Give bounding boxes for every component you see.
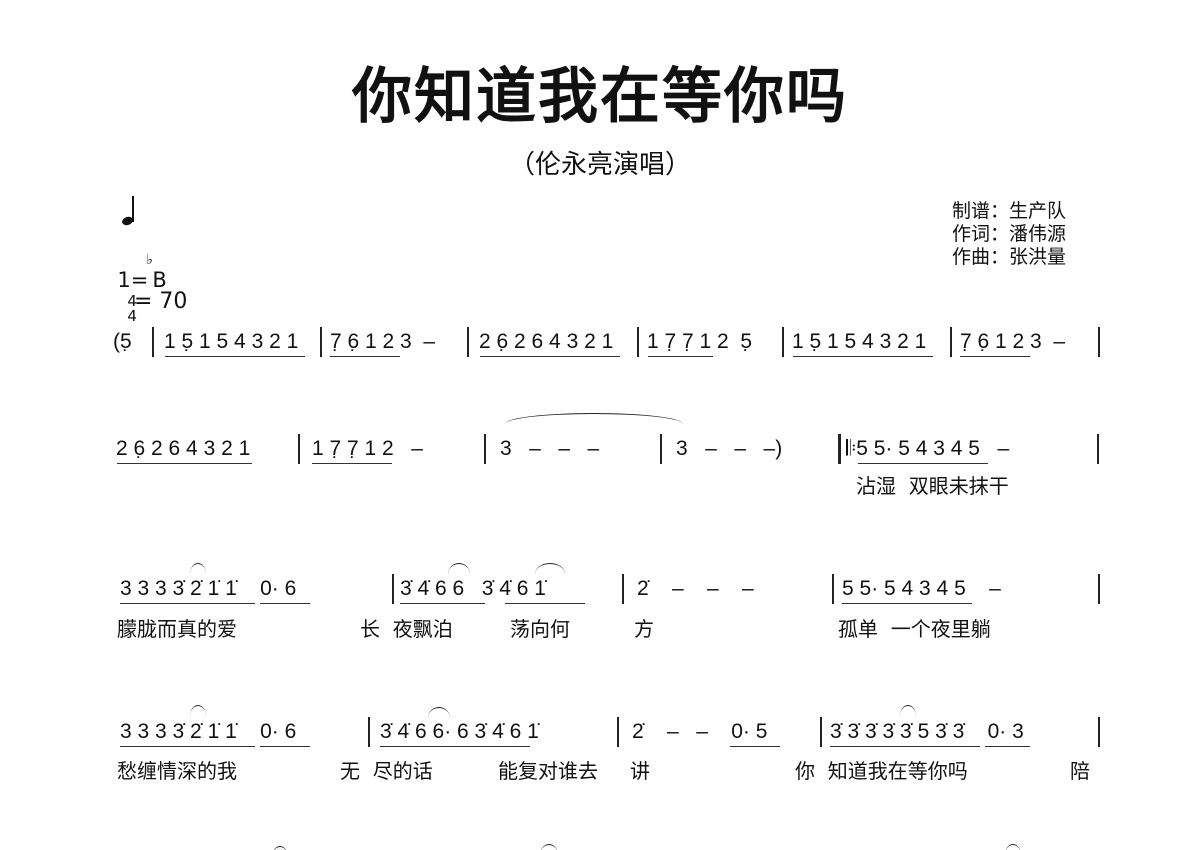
lyric: 愁缠情深的我 <box>117 759 237 783</box>
measure: 𝄆5 5· 5 4 3 4 5 – <box>846 437 1010 460</box>
measure: (5̣ <box>113 330 132 353</box>
measure: 1 5̣ 1 5 4 3 2 1 <box>164 330 299 353</box>
lyric: 无 尽的话 <box>340 759 433 783</box>
measure: 2 6̣ 2 6 4 3 2 1 <box>479 330 614 353</box>
song-subtitle: （伦永亮演唱） <box>508 150 691 180</box>
measure: 7̣ 6̣ 1 2 3 – <box>330 330 436 353</box>
measure: 2̇ – – 0· 5 <box>632 720 768 743</box>
lyric: 能复对谁去 <box>498 759 598 783</box>
slur-mark <box>272 846 288 850</box>
measure: 7̣ 6̣ 1 2 3 – <box>960 330 1066 353</box>
lyric: 孤单 一个夜里躺 <box>838 617 991 641</box>
credit-composer: 作曲：张洪量 <box>952 246 1067 268</box>
measure: 3 – – – <box>500 437 600 460</box>
lyric: 你 知道我在等你吗 <box>795 759 968 783</box>
key-note: B <box>152 268 167 292</box>
lyric: 沾湿 双眼未抹干 <box>856 474 1009 498</box>
credit-arranger: 制谱：生产队 <box>952 200 1067 222</box>
key-prefix: 1= <box>117 268 149 292</box>
measure: 3̇ 3̇ 3̇ 3̇ 3̇ 5 3̇ 3̇ 0· 3 <box>830 720 1024 743</box>
lyric: 荡向何 <box>510 617 570 641</box>
flat-sign: ♭ <box>146 252 153 268</box>
measure: 2 6̣ 2 6 4 3 2 1 <box>116 437 251 460</box>
credit-lyricist: 作词：潘伟源 <box>952 223 1067 245</box>
time-top: 4 <box>127 292 137 310</box>
measure: 1 7̣ 7̣ 1 2 – <box>312 437 423 460</box>
measure: 3 3 3 3̇ 2̇ 1̇ 1̇ 0· 6 <box>120 720 297 743</box>
slur-mark <box>1005 844 1021 850</box>
measure: 2̇ – – – <box>637 577 754 600</box>
measure: 1 5̣ 1 5 4 3 2 1 <box>792 330 927 353</box>
measure: 5 5· 5 4 3 4 5 – <box>842 577 1001 600</box>
tempo-marking: = 70 <box>108 170 187 339</box>
lyric: 讲 <box>630 759 650 783</box>
lyric: 陪 <box>1070 759 1090 783</box>
measure: 1 7̣ 7̣ 1 2 5̣ <box>647 330 753 353</box>
measure: 3 – – –) <box>676 437 783 460</box>
lyric: 长 夜飘泊 <box>360 617 453 641</box>
measure: 3 3 3 3̇ 2̇ 1̇ 1̇ 0· 6 <box>120 577 297 600</box>
measure: 3̇ 4̇ 6 6· 6 3̇ 4̇ 6 1̇ <box>380 720 539 743</box>
slur-mark <box>540 844 558 850</box>
tempo-value: = 70 <box>134 289 188 314</box>
lyric: 方 <box>634 617 654 641</box>
quarter-note-icon <box>120 195 136 227</box>
time-bottom: 4 <box>127 307 137 325</box>
measure: 3̇ 4̇ 6 6 3̇ 4̇ 6 1̇ <box>400 577 546 600</box>
lyric: 朦胧而真的爱 <box>117 617 237 641</box>
song-title: 你知道我在等你吗 <box>352 62 848 132</box>
